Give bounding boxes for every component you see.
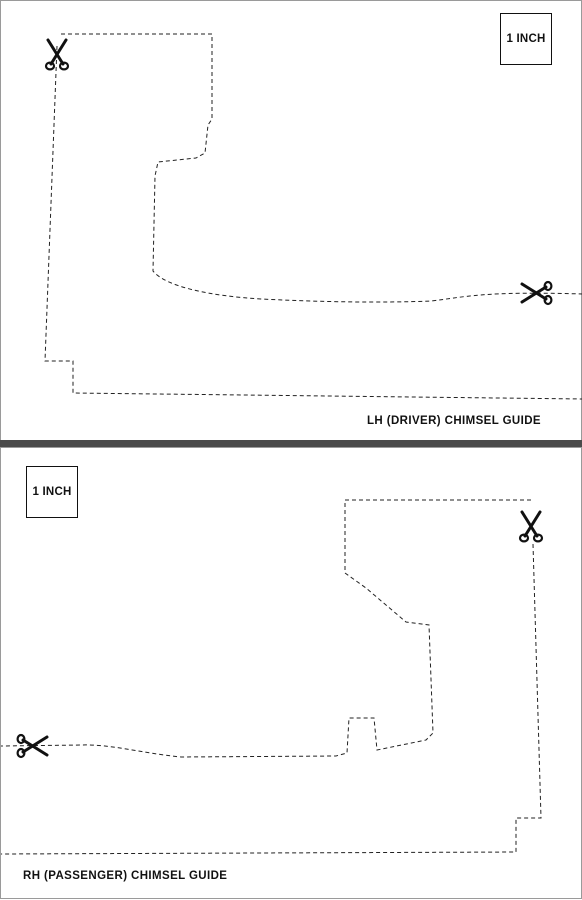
scissors-icon [44, 38, 70, 71]
rh-cut-outline [1, 499, 544, 855]
scissors-icon [518, 510, 544, 543]
one-inch-scale-box: 1 INCH [26, 466, 78, 518]
lh-guide-title: LH (DRIVER) CHIMSEL GUIDE [367, 415, 541, 427]
lh-cut-outline [44, 33, 582, 400]
sheet-divider [0, 440, 582, 448]
rh-guide-sheet: 1 INCH RH (PASSENGER) CHIMSEL GUIDE [0, 447, 582, 899]
scale-label: 1 INCH [32, 486, 72, 498]
scale-label: 1 INCH [506, 33, 546, 45]
lh-guide-sheet: 1 INCH LH (DRIVER) CHIMSEL GUIDE [0, 0, 582, 441]
one-inch-scale-box: 1 INCH [500, 13, 552, 65]
rh-guide-title: RH (PASSENGER) CHIMSEL GUIDE [23, 870, 228, 882]
